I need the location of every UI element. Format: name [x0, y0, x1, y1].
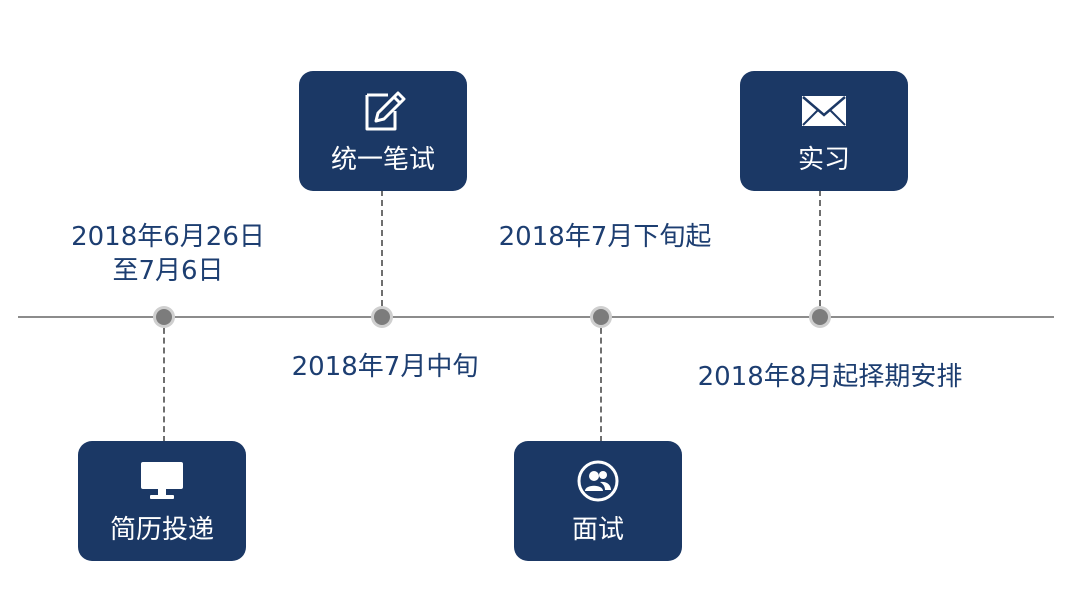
stage-box-internship: 实习: [740, 71, 908, 191]
edit-icon: [358, 89, 408, 133]
connector-1: [163, 318, 165, 442]
stage-box-interview: 面试: [514, 441, 682, 561]
date-line: 2018年6月26日: [71, 222, 265, 252]
timeline-node-2: [374, 309, 390, 325]
stage-box-resume: 简历投递: [78, 441, 246, 561]
date-label-4: 2018年8月起择期安排: [670, 360, 990, 394]
envelope-icon: [799, 89, 849, 133]
connector-3: [600, 318, 602, 442]
date-line: 至7月6日: [112, 256, 224, 286]
timeline-axis: [18, 316, 1054, 318]
date-label-2: 2018年7月中旬: [270, 350, 500, 384]
date-line: 2018年7月下旬起: [498, 222, 712, 252]
timeline-node-4: [812, 309, 828, 325]
people-icon: [573, 459, 623, 503]
date-line: 2018年7月中旬: [291, 352, 479, 382]
monitor-icon: [137, 459, 187, 503]
stage-label: 统一笔试: [330, 145, 435, 175]
date-label-1: 2018年6月26日 至7月6日: [48, 220, 288, 288]
connector-2: [381, 190, 383, 316]
connector-4: [819, 190, 821, 316]
date-label-3: 2018年7月下旬起: [475, 220, 735, 254]
stage-box-written-test: 统一笔试: [299, 71, 467, 191]
timeline-node-1: [156, 309, 172, 325]
stage-label: 实习: [797, 145, 850, 175]
date-line: 2018年8月起择期安排: [697, 362, 963, 392]
timeline-node-3: [593, 309, 609, 325]
stage-label: 面试: [571, 515, 624, 545]
stage-label: 简历投递: [109, 515, 214, 545]
